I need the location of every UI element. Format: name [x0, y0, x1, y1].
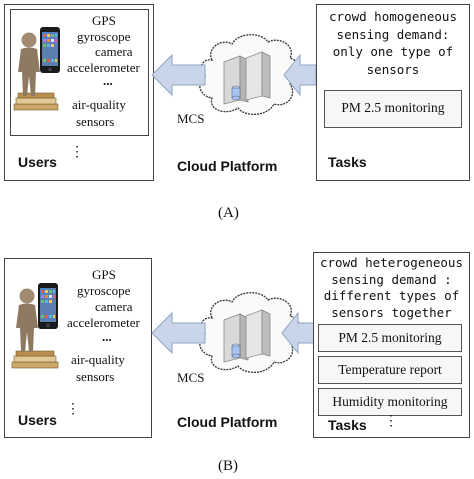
task-item — [318, 324, 462, 352]
sensor-camera: camera — [95, 299, 133, 314]
users-more-ellipsis: ⋮ — [66, 402, 80, 417]
users-label: Users — [18, 412, 57, 428]
caption-a: (A) — [218, 205, 239, 221]
users-label: Users — [18, 154, 57, 170]
tasks-label: Tasks — [328, 417, 367, 433]
users-more-ellipsis: ⋮ — [70, 145, 84, 160]
demand-line-2: sensing demand : — [331, 272, 452, 287]
mcs-label: MCS — [177, 370, 205, 385]
sensor-air-quality: air-quality — [72, 97, 126, 112]
tasks-more-ellipsis: ⋮ — [384, 414, 398, 429]
sensor-air-quality-line2: sensors — [76, 369, 115, 384]
demand-line-3: different types of — [323, 288, 460, 303]
sensor-gyroscope: gyroscope — [77, 29, 131, 44]
sensor-camera: camera — [95, 44, 133, 59]
demand-line-2: sensing demand: — [336, 27, 450, 42]
sensor-accelerometer: accelerometer — [67, 60, 140, 75]
sensor-accelerometer: accelerometer — [67, 315, 140, 330]
cloud-platform-label: Cloud Platform — [177, 414, 278, 430]
demand-line-1: crowd homogeneous — [329, 9, 457, 24]
caption-b: (B) — [218, 458, 238, 474]
sensor-air-quality-line2: sensors — [76, 114, 115, 129]
mcs-label: MCS — [177, 111, 205, 126]
sensor-air-quality: air-quality — [71, 352, 125, 367]
sensor-gps: GPS — [92, 13, 116, 28]
sensor-more-ellipsis: ... — [102, 329, 112, 344]
tasks-label: Tasks — [328, 154, 367, 170]
task-item-label: Humidity monitoring — [332, 394, 448, 409]
sensor-gyroscope: gyroscope — [77, 283, 131, 298]
cloud-platform-label: Cloud Platform — [177, 158, 278, 174]
task-item — [318, 356, 462, 384]
task-item-label: PM 2.5 monitoring — [338, 330, 442, 345]
demand-line-4: sensors — [366, 62, 420, 77]
demand-line-1: crowd heterogeneous — [320, 255, 463, 270]
demand-line-4: sensors together — [331, 305, 452, 320]
sensor-gps: GPS — [92, 267, 116, 282]
task-item — [318, 388, 462, 416]
task-item-label: PM 2.5 monitoring — [341, 100, 445, 115]
task-item-label: Temperature report — [338, 362, 442, 377]
sensor-more-ellipsis: ... — [103, 73, 113, 88]
demand-line-3: only one type of — [332, 44, 454, 59]
task-item — [324, 90, 462, 128]
